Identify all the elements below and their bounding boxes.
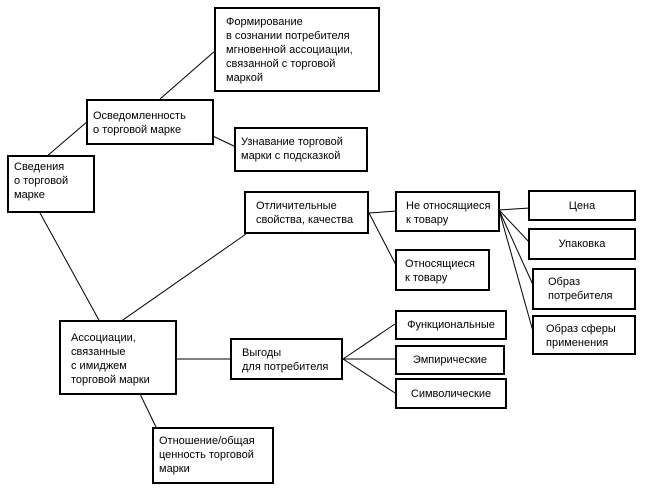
consumer-image-box: Образ потребителя bbox=[532, 268, 636, 310]
connector-not-product-packaging bbox=[498, 209, 531, 244]
connector-associations-distinctive bbox=[119, 233, 247, 323]
packaging-label: Упаковка bbox=[558, 238, 606, 250]
empirical-box: Эмпирические bbox=[395, 345, 505, 375]
connector-distinctive-product bbox=[368, 212, 398, 268]
connector-benefits-symbolic bbox=[342, 358, 396, 394]
not-product-box: Не относящиеся к товару bbox=[395, 191, 500, 232]
attitude-box: Отношение/общая ценность торговой марки bbox=[152, 427, 274, 484]
connector-brand-info-awareness bbox=[45, 120, 89, 158]
connector-associations-attitude bbox=[139, 393, 157, 428]
brand-info-box: Сведения о торговой марке bbox=[7, 155, 95, 213]
symbolic-box: Символические bbox=[395, 378, 507, 409]
price-box: Цена bbox=[528, 190, 636, 221]
associations-box: Ассоциации, связанные с имиджем торговой… bbox=[59, 320, 177, 395]
recognition-box: Узнавание торговой марки с подсказкой bbox=[234, 127, 368, 172]
usage-image-box: Образ сферы применения bbox=[532, 315, 636, 355]
functional-label: Функциональные bbox=[407, 319, 495, 331]
connector-awareness-formation bbox=[159, 49, 217, 100]
packaging-box: Упаковка bbox=[528, 228, 636, 260]
connector-not-product-consumer-image bbox=[498, 209, 535, 288]
formation-box: Формирование в сознании потребителя мгно… bbox=[214, 7, 380, 92]
functional-box: Функциональные bbox=[395, 310, 507, 340]
product-box: Относящиеся к товару bbox=[395, 249, 490, 291]
connector-not-product-price bbox=[498, 207, 531, 211]
awareness-box: Осведомленность о торговой марке bbox=[86, 99, 214, 145]
symbolic-label: Символические bbox=[410, 387, 492, 400]
price-label: Цена bbox=[568, 199, 596, 212]
connector-distinctive-not-product bbox=[368, 210, 398, 214]
connector-brand-info-associations bbox=[39, 212, 101, 323]
connector-benefits-functional bbox=[342, 323, 396, 360]
connector-not-product-usage-image bbox=[498, 209, 535, 336]
empirical-label: Эмпирические bbox=[412, 354, 488, 366]
benefits-box: Выгоды для потребителя bbox=[230, 338, 343, 380]
distinctive-box: Отличительные свойства, качества bbox=[244, 191, 369, 234]
